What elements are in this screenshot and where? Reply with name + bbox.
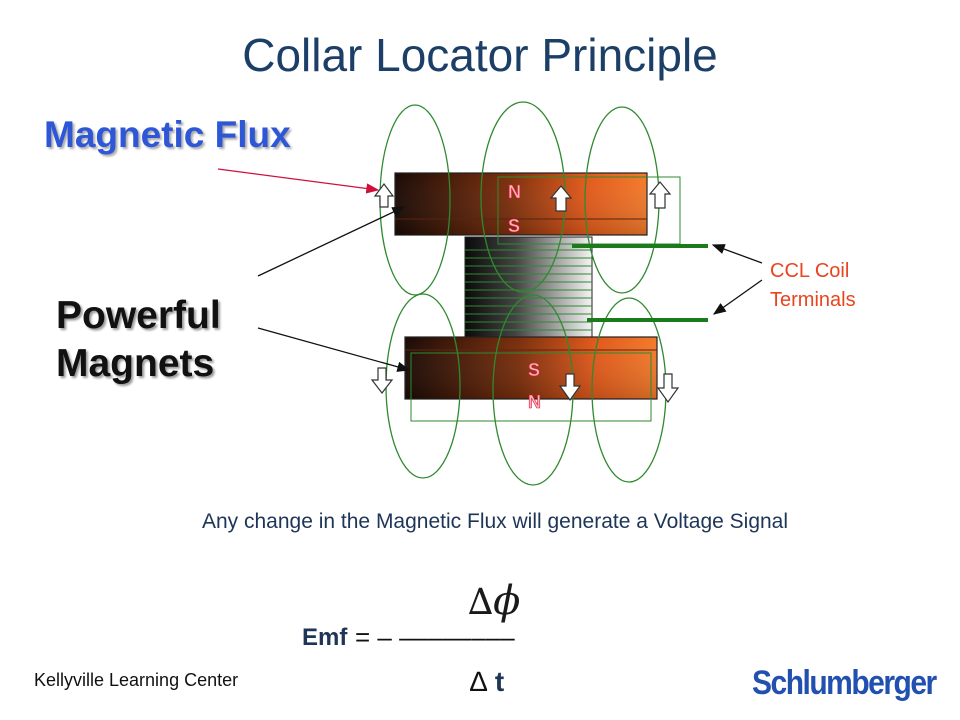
lower-magnet (404, 336, 658, 400)
pole-upper-top: N (508, 182, 521, 202)
page-title: Collar Locator Principle (242, 29, 718, 81)
pole-upper-bottom: S (508, 216, 520, 236)
flux-pointer-arrow (217, 168, 380, 194)
coil-core (464, 236, 593, 342)
upper-magnet-pointer-arrow (257, 206, 406, 277)
coil-terminals (572, 244, 708, 322)
upper-magnet (394, 172, 648, 236)
powerful-magnets-line1: Powerful (56, 294, 221, 337)
brand-logo: Schlumberger (752, 664, 937, 702)
denominator-t: t (494, 666, 505, 697)
magnetic-flux-label: Magnetic Flux (44, 114, 291, 155)
up-arrow-icon (373, 183, 395, 208)
ccl-coil-terminals-label: CCL Coil Terminals (770, 257, 856, 315)
pole-lower-top: S (528, 360, 540, 380)
powerful-magnets-label: Powerful Magnets (56, 292, 221, 388)
ccl-coil-line2: Terminals (770, 289, 856, 311)
equation-denominator: ∆ t (470, 666, 504, 698)
denominator-delta: ∆ (470, 666, 488, 697)
powerful-magnets-line2: Magnets (56, 342, 215, 385)
ccl-coil-line1: CCL Coil (770, 260, 850, 282)
footer-text: Kellyville Learning Center (34, 670, 239, 690)
ccl-upper-pointer-arrow (711, 244, 763, 264)
coil-windings (465, 249, 592, 331)
numerator-phi: ϕ (493, 578, 521, 624)
flux-loops (379, 101, 667, 486)
down-arrow-icon (370, 367, 394, 394)
ccl-lower-pointer-arrow (712, 279, 763, 315)
caption-text: Any change in the Magnetic Flux will gen… (201, 510, 789, 533)
down-arrow-icon (656, 373, 680, 404)
down-arrow-icon (558, 373, 582, 402)
numerator-delta: ∆ (468, 582, 494, 623)
up-arrow-icon (549, 185, 573, 212)
equation-lhs: Emf (302, 624, 348, 651)
up-arrow-icon (648, 181, 672, 209)
pole-lower-bottom: N (528, 392, 541, 412)
flux-direction-arrows (370, 181, 680, 404)
equation-numerator: ∆ϕ (468, 578, 520, 624)
lower-magnet-pointer-arrow (257, 327, 411, 372)
equation-operator: = – –––––––– (355, 622, 515, 652)
